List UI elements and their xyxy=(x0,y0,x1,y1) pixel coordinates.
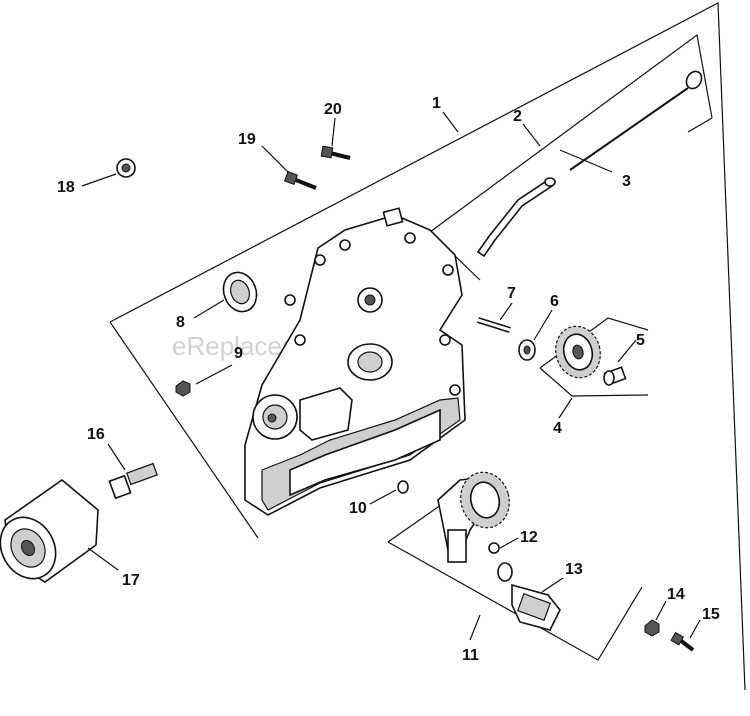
screw-15 xyxy=(670,631,695,652)
fitting-18 xyxy=(116,158,136,178)
dipstick-tube xyxy=(476,177,556,258)
crankcase-cover xyxy=(244,207,466,516)
callout-1: 1 xyxy=(432,95,441,112)
callout-3: 3 xyxy=(622,173,631,190)
group-outline-2 xyxy=(429,33,713,233)
callout-5: 5 xyxy=(636,332,645,349)
leader-lines xyxy=(81,111,701,641)
callout-8: 8 xyxy=(176,314,185,331)
oil-filter xyxy=(0,478,99,583)
bolt-19 xyxy=(283,170,317,190)
oil-seal xyxy=(222,271,258,313)
bolt-5 xyxy=(603,366,627,386)
group-outline-2-right xyxy=(687,117,713,133)
callout-11: 11 xyxy=(462,647,479,664)
callout-20: 20 xyxy=(324,101,342,118)
gear-4 xyxy=(555,325,601,379)
washer-6 xyxy=(518,339,536,361)
group-outline-11 xyxy=(387,541,643,661)
callout-13: 13 xyxy=(565,561,583,578)
callout-12: 12 xyxy=(520,529,538,546)
callout-10: 10 xyxy=(349,500,367,517)
bolt-20 xyxy=(320,145,351,160)
dipstick xyxy=(569,70,703,171)
nut-14 xyxy=(644,619,660,637)
callout-6: 6 xyxy=(550,293,559,310)
group-outline-1-left xyxy=(109,321,259,539)
callout-7: 7 xyxy=(507,285,516,302)
callout-15: 15 xyxy=(702,606,720,623)
callout-19: 19 xyxy=(238,131,256,148)
pin-7 xyxy=(477,317,511,333)
group-outline-1 xyxy=(109,2,746,691)
callout-9: 9 xyxy=(234,345,243,362)
filter-nipple xyxy=(108,462,158,500)
o-ring-10 xyxy=(397,480,409,494)
group-outline-4-bottom xyxy=(539,367,649,397)
oil-pump xyxy=(437,471,510,563)
relief-valve xyxy=(497,562,561,631)
callout-2: 2 xyxy=(513,108,522,125)
callout-14: 14 xyxy=(667,586,685,603)
o-ring-12 xyxy=(488,542,500,554)
callout-17: 17 xyxy=(122,572,140,589)
nut-9 xyxy=(175,380,191,397)
callout-18: 18 xyxy=(57,179,75,196)
callout-4: 4 xyxy=(553,420,562,437)
callout-16: 16 xyxy=(87,426,105,443)
